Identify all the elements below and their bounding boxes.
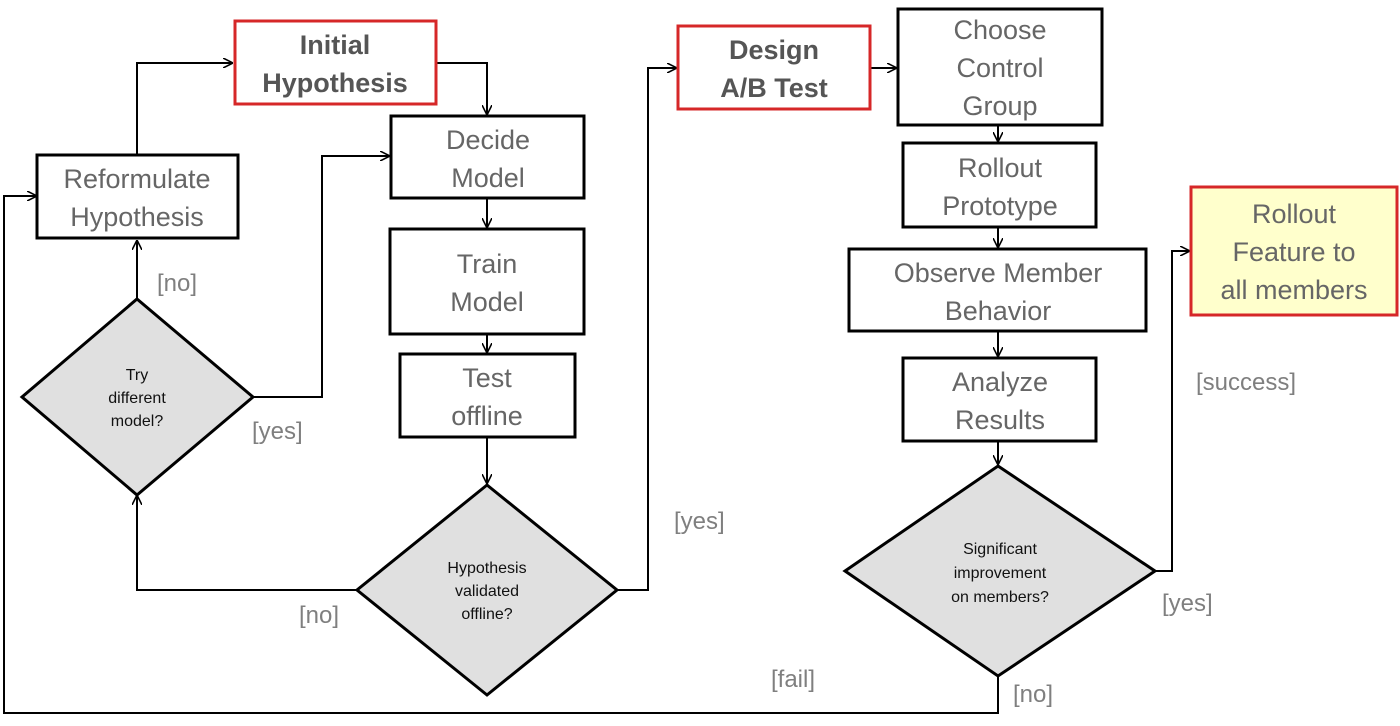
label-try-yes: [yes] bbox=[252, 418, 303, 445]
significant-line2: improvement bbox=[954, 565, 1047, 582]
edge-initial-to-decide bbox=[437, 62, 487, 114]
label-validated-yes: [yes] bbox=[674, 508, 725, 535]
node-initial-hypothesis: Initial Hypothesis bbox=[233, 19, 438, 106]
label-try-no: [no] bbox=[157, 270, 197, 297]
validated-line1: Hypothesis bbox=[447, 560, 526, 577]
reformulate-line2: Hypothesis bbox=[70, 202, 204, 232]
try-different-line1: Try bbox=[126, 367, 149, 384]
significant-line3: on members? bbox=[951, 589, 1049, 606]
rollout-prototype-line1: Rollout bbox=[958, 153, 1043, 183]
node-observe-member-behavior: Observe Member Behavior bbox=[847, 247, 1148, 333]
node-design-ab-test: Design A/B Test bbox=[676, 24, 872, 111]
rollout-prototype-line2: Prototype bbox=[942, 191, 1058, 221]
observe-line2: Behavior bbox=[945, 296, 1052, 326]
decide-model-line1: Decide bbox=[446, 125, 530, 155]
observe-line1: Observe Member bbox=[894, 258, 1103, 288]
decision-hypothesis-validated: Hypothesis validated offline? bbox=[354, 483, 620, 697]
choose-control-line1: Choose bbox=[953, 15, 1046, 45]
try-different-line3: model? bbox=[111, 413, 164, 430]
edge-validated-yes-to-design bbox=[617, 68, 676, 591]
choose-control-line2: Control bbox=[956, 53, 1043, 83]
test-offline-line2: offline bbox=[451, 401, 523, 431]
decide-model-line2: Model bbox=[451, 163, 525, 193]
edge-significant-yes-to-feature bbox=[1155, 251, 1189, 572]
label-significant-yes: [yes] bbox=[1162, 590, 1213, 617]
initial-hypothesis-line2: Hypothesis bbox=[262, 68, 408, 98]
label-success: [success] bbox=[1196, 369, 1296, 396]
analyze-line1: Analyze bbox=[952, 367, 1048, 397]
node-rollout-prototype: Rollout Prototype bbox=[901, 141, 1098, 229]
try-different-line2: different bbox=[108, 390, 166, 407]
label-validated-no: [no] bbox=[299, 602, 339, 629]
initial-hypothesis-line1: Initial bbox=[300, 30, 371, 60]
decision-try-different-model: Try different model? bbox=[19, 297, 256, 497]
train-model-line2: Model bbox=[450, 287, 524, 317]
design-ab-line2: A/B Test bbox=[720, 73, 828, 103]
node-test-offline: Test offline bbox=[398, 352, 577, 439]
test-offline-line1: Test bbox=[462, 363, 512, 393]
edge-try-yes-to-decide bbox=[253, 156, 389, 398]
validated-line3: offline? bbox=[461, 606, 512, 623]
node-train-model: Train Model bbox=[388, 227, 586, 336]
node-analyze-results: Analyze Results bbox=[901, 356, 1098, 443]
analyze-line2: Results bbox=[955, 405, 1045, 435]
rollout-feature-line2: Feature to bbox=[1232, 237, 1355, 267]
label-significant-no: [no] bbox=[1013, 681, 1053, 708]
node-decide-model: Decide Model bbox=[389, 114, 586, 200]
significant-line1: Significant bbox=[963, 541, 1037, 558]
rollout-feature-line1: Rollout bbox=[1252, 199, 1337, 229]
node-rollout-feature: Rollout Feature to all members bbox=[1189, 185, 1399, 317]
connectors bbox=[3, 62, 1189, 714]
train-model-line1: Train bbox=[457, 249, 518, 279]
decision-significant-improvement: Significant improvement on members? bbox=[842, 464, 1158, 678]
label-fail: [fail] bbox=[771, 666, 815, 693]
choose-control-line3: Group bbox=[962, 91, 1037, 121]
node-reformulate-hypothesis: Reformulate Hypothesis bbox=[35, 153, 240, 240]
edge-reformulate-to-initial bbox=[136, 63, 232, 154]
validated-line2: validated bbox=[455, 583, 519, 600]
reformulate-line1: Reformulate bbox=[63, 164, 210, 194]
edge-validated-no-to-try bbox=[137, 496, 357, 591]
edge-significant-no-to-reformulate bbox=[3, 196, 999, 714]
rollout-feature-line3: all members bbox=[1220, 275, 1367, 305]
design-ab-line1: Design bbox=[729, 35, 819, 65]
node-choose-control-group: Choose Control Group bbox=[896, 7, 1104, 127]
